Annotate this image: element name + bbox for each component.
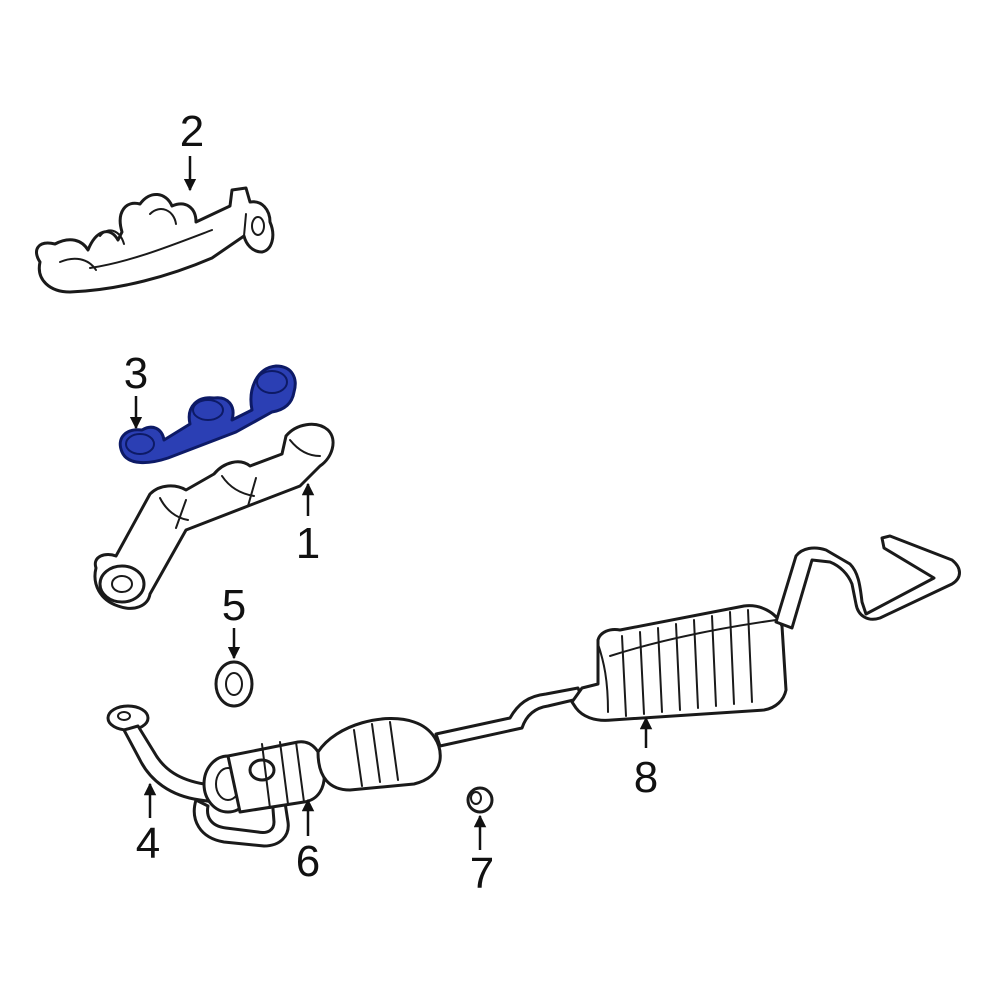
callout-1[interactable]: 1 <box>296 519 320 568</box>
part-3-manifold-gasket[interactable] <box>118 364 297 464</box>
part-8-muffler[interactable] <box>570 534 961 722</box>
callout-6[interactable]: 6 <box>296 837 320 886</box>
callout-7[interactable]: 7 <box>470 849 494 898</box>
leader-arrows <box>129 156 653 850</box>
intermediate-pipe[interactable] <box>434 686 584 748</box>
part-7-clamp-nut[interactable] <box>466 786 494 814</box>
callout-3[interactable]: 3 <box>124 349 148 398</box>
part-1-exhaust-manifold[interactable] <box>93 422 335 610</box>
callout-labels: 2 3 1 5 4 6 7 8 <box>124 107 658 898</box>
callout-4[interactable]: 4 <box>136 819 160 868</box>
callout-8[interactable]: 8 <box>634 753 658 802</box>
part-2-exhaust-manifold[interactable] <box>35 186 275 294</box>
callout-2[interactable]: 2 <box>180 107 204 156</box>
callout-5[interactable]: 5 <box>222 581 246 630</box>
part-6-catalytic-converter[interactable] <box>202 717 442 814</box>
part-5-gasket-ring[interactable] <box>214 660 254 708</box>
